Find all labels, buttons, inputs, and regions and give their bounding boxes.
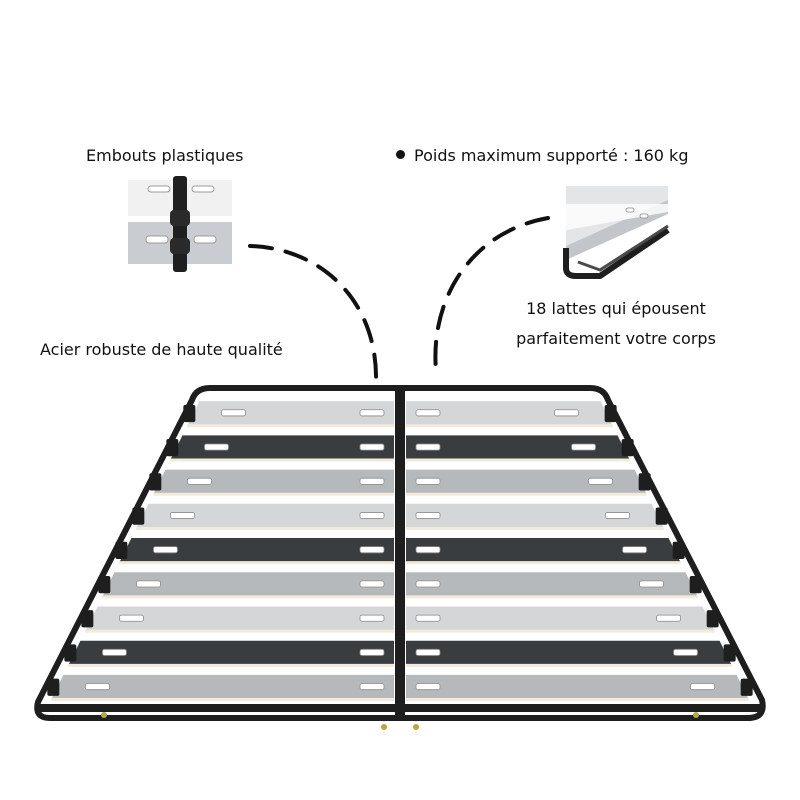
slat-slot xyxy=(102,648,127,656)
slat-endcap xyxy=(81,610,94,628)
slat-right xyxy=(406,435,630,460)
slat-endcap xyxy=(655,507,668,525)
bed-base xyxy=(34,385,766,730)
slat-endcap xyxy=(706,610,719,628)
slat-slot xyxy=(153,546,178,554)
leader-line-right xyxy=(433,216,550,372)
slat-right xyxy=(406,538,681,563)
callout-lattes: 18 lattes qui épousent parfaitement votr… xyxy=(496,294,736,354)
slat-slot xyxy=(415,409,441,417)
slat-slot xyxy=(415,546,441,554)
slat-right xyxy=(406,503,664,529)
callout-acier: Acier robuste de haute qualité xyxy=(40,340,283,359)
slat-left xyxy=(102,572,395,597)
slat-slot xyxy=(415,477,441,485)
slat-slot xyxy=(170,512,195,519)
slat-endcap xyxy=(183,404,196,423)
leader-line-left xyxy=(248,244,379,384)
slat-endcap xyxy=(689,575,702,594)
slat-endcap xyxy=(149,473,162,491)
slat-slot xyxy=(415,512,441,519)
slat-slot xyxy=(571,443,596,451)
slat-endcap xyxy=(98,575,111,594)
slat-slot xyxy=(221,409,246,417)
slat-slot xyxy=(204,443,229,451)
slat-endcap xyxy=(740,678,753,696)
slat-slot xyxy=(690,683,715,691)
slat-slot xyxy=(85,683,110,691)
slat-right xyxy=(406,640,732,666)
slat-left xyxy=(68,640,395,666)
slat-slot xyxy=(359,648,385,656)
slat-right xyxy=(406,606,715,632)
slat-group xyxy=(47,401,753,702)
slat-slot xyxy=(187,477,212,485)
slat-slot xyxy=(554,409,579,417)
slat-slot xyxy=(415,443,441,451)
slat-slot xyxy=(415,614,441,622)
slat-slot xyxy=(605,512,630,519)
slat-endcap xyxy=(64,644,77,662)
slat-left xyxy=(119,538,394,563)
bullet-icon xyxy=(396,150,405,159)
slat-endcap xyxy=(132,507,145,525)
slat-slot xyxy=(119,614,144,622)
slat-slot xyxy=(359,546,385,554)
slat-endcap xyxy=(672,541,685,559)
slat-right xyxy=(406,401,613,426)
slat-slot xyxy=(359,443,385,451)
slat-slot xyxy=(359,614,385,622)
slat-slot xyxy=(415,648,441,656)
slat-right xyxy=(406,572,698,597)
slat-endcap xyxy=(166,439,179,457)
slat-endcap xyxy=(638,473,651,491)
slat-slot xyxy=(359,580,385,588)
slat-slot xyxy=(359,409,385,417)
endcap-detail-image xyxy=(128,176,232,272)
callout-lattes-line1: 18 lattes qui épousent xyxy=(526,299,706,318)
callout-poids-text: Poids maximum supporté : 160 kg xyxy=(414,146,689,165)
callout-embouts: Embouts plastiques xyxy=(86,146,244,165)
slat-slot xyxy=(622,546,647,554)
callout-lattes-line2: parfaitement votre corps xyxy=(516,329,716,348)
slat-slot xyxy=(359,477,385,485)
slat-left xyxy=(153,469,394,495)
slat-left xyxy=(170,435,394,460)
slat-endcap xyxy=(115,541,128,559)
slat-endcap xyxy=(621,439,634,457)
slat-left xyxy=(187,401,394,426)
slat-slot xyxy=(588,477,613,485)
slat-slot xyxy=(359,683,385,691)
slat-slot xyxy=(656,614,681,622)
slat-endcap xyxy=(723,644,736,662)
slat-slot xyxy=(639,580,664,588)
slat-slot xyxy=(415,580,441,588)
callout-poids: Poids maximum supporté : 160 kg xyxy=(396,146,688,165)
slat-left xyxy=(85,606,394,632)
corner-detail-image xyxy=(563,186,670,279)
slat-left xyxy=(51,674,394,700)
slat-slot xyxy=(136,580,161,588)
slat-slot xyxy=(359,512,385,519)
slat-endcap xyxy=(604,404,617,423)
slat-right xyxy=(406,469,647,495)
slat-left xyxy=(136,503,394,529)
slat-slot xyxy=(673,648,698,656)
slat-right xyxy=(406,674,749,700)
slat-endcap xyxy=(47,678,60,696)
slat-slot xyxy=(415,683,441,691)
